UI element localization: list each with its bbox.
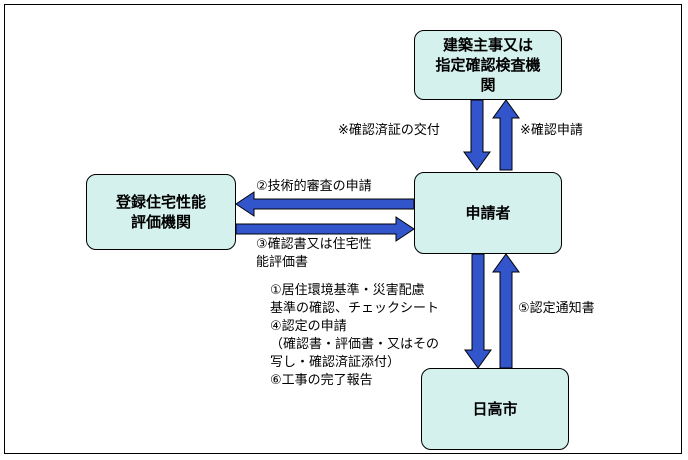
label-city-application-line: ⑥工事の完了報告 — [270, 373, 373, 388]
label-city-application-line: ①居住環境基準・災害配慮 — [270, 283, 425, 298]
label-city-application: ①居住環境基準・災害配慮 基準の確認、チェックシート ④認定の申請 （確認書・評… — [270, 282, 439, 390]
arrow-certificate-docs — [235, 216, 415, 242]
arrow-notice — [492, 253, 520, 369]
node-building-official-line: 指定確認検査機 — [435, 56, 541, 74]
diagram-frame — [4, 4, 682, 454]
label-notice: ⑤認定通知書 — [518, 301, 595, 316]
label-certificate-docs: ③確認書又は住宅性 能評価書 — [256, 236, 372, 272]
node-applicant-label: 申請者 — [465, 204, 511, 222]
label-certificate-issue: ※確認済証の交付 — [338, 123, 440, 138]
node-hidaka-city-label: 日高市 — [472, 400, 518, 418]
node-hidaka-city: 日高市 — [421, 368, 569, 450]
label-technical-review: ②技術的審査の申請 — [256, 179, 372, 194]
label-certificate-docs-line: ③確認書又は住宅性 — [256, 237, 372, 252]
arrow-technical-review — [235, 191, 415, 217]
arrow-city-application — [464, 253, 492, 369]
label-city-application-line: （確認書・評価書・又はその — [270, 337, 440, 352]
node-evaluation-agency: 登録住宅性能 評価機関 — [86, 174, 236, 250]
node-building-official: 建築主事又は 指定確認検査機 関 — [414, 30, 562, 100]
label-city-application-line: 基準の確認、チェックシート — [270, 301, 440, 316]
node-building-official-line: 建築主事又は — [442, 36, 533, 54]
node-evaluation-agency-line: 登録住宅性能 — [115, 193, 206, 211]
label-city-application-line: 写し・確認済証添付） — [270, 355, 401, 370]
node-evaluation-agency-line: 評価機関 — [130, 213, 191, 231]
label-certificate-apply: ※確認申請 — [520, 123, 583, 138]
label-city-application-line: ④認定の申請 — [270, 319, 347, 334]
arrow-certificate-issue — [463, 99, 491, 171]
node-applicant: 申請者 — [414, 172, 562, 254]
arrow-certificate-apply — [492, 99, 520, 171]
label-certificate-docs-line: 能評価書 — [256, 255, 309, 270]
node-building-official-line: 関 — [480, 76, 496, 94]
